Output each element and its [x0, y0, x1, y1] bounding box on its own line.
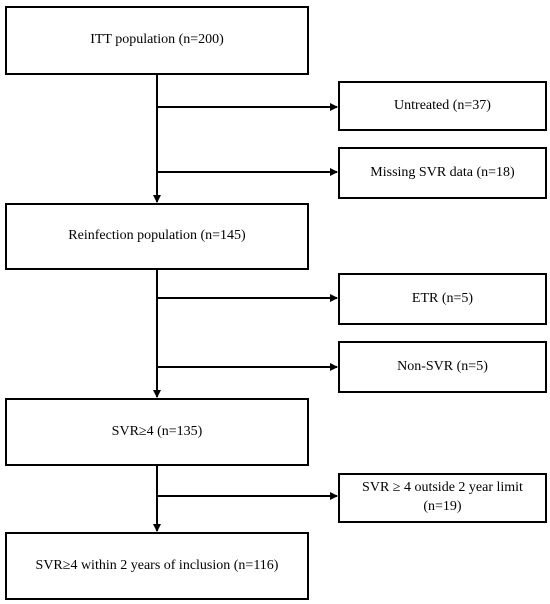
etr-box: ETR (n=5) — [338, 273, 547, 325]
itt-population-box: ITT population (n=200) — [5, 6, 309, 75]
non-svr-box: Non-SVR (n=5) — [338, 341, 547, 393]
svr4-outside-limit-count: (n=19) — [423, 499, 462, 514]
reinfection-population-label: Reinfection population (n=145) — [68, 228, 246, 244]
untreated-label: Untreated (n=37) — [394, 97, 491, 113]
non-svr-label: Non-SVR (n=5) — [397, 358, 488, 374]
etr-label: ETR (n=5) — [411, 290, 474, 306]
itt-population-label: ITT population (n=200) — [90, 32, 224, 48]
svr4-box: SVR≥4 (n=135) — [5, 398, 309, 466]
svr4-outside-limit-label: SVR ≥ 4 outside 2 year limit — [362, 480, 523, 496]
svr4-outside-limit-box: SVR ≥ 4 outside 2 year limit (n=19) — [338, 473, 547, 523]
missing-svr-data-box: Missing SVR data (n=18) — [338, 147, 547, 199]
svr4-within-2-years-box: SVR≥4 within 2 years of inclusion (n=116… — [5, 532, 309, 600]
reinfection-population-box: Reinfection population (n=145) — [5, 203, 309, 270]
untreated-box: Untreated (n=37) — [338, 81, 547, 131]
svr4-within-2-years-label: SVR≥4 within 2 years of inclusion (n=116… — [35, 557, 279, 573]
missing-svr-data-label: Missing SVR data (n=18) — [370, 164, 515, 180]
svr4-label: SVR≥4 (n=135) — [111, 423, 203, 439]
